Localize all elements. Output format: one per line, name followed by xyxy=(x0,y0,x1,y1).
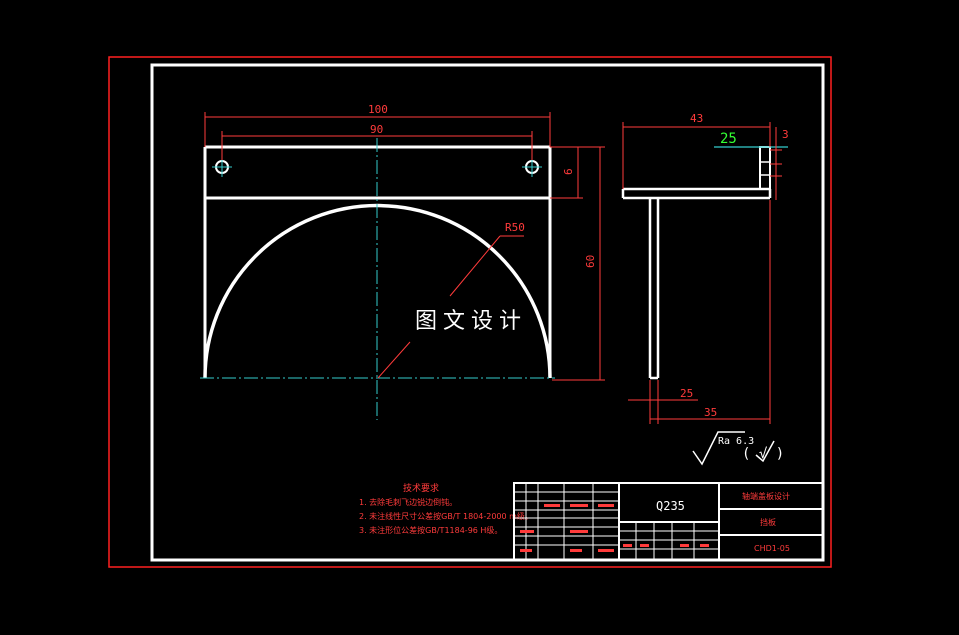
part-name: 挡板 xyxy=(760,517,776,527)
dim-side-top-width: 43 xyxy=(690,112,703,125)
dim-side-small: 3 xyxy=(782,128,789,141)
side-view-dimensions xyxy=(622,122,782,424)
notes-title: 技术要求 xyxy=(403,482,439,494)
dim-overall-height: 60 xyxy=(584,255,597,268)
roughness-value: Ra 6.3 xyxy=(718,436,754,447)
sheet-border xyxy=(108,56,832,568)
note-item-1: 1. 去除毛刺飞边锐边倒钝。 xyxy=(359,497,457,507)
material-label: Q235 xyxy=(656,499,685,513)
dim-top-band: 6 xyxy=(562,168,575,175)
dim-side-top-thickness: 25 xyxy=(720,131,737,147)
roughness-suffix: ( √ ) xyxy=(742,446,784,462)
title-block-grid xyxy=(514,483,719,560)
dim-arc-radius: R50 xyxy=(505,221,525,234)
drawing-frame xyxy=(150,63,825,562)
project-name: 轴端盖板设计 xyxy=(742,491,790,501)
dim-overall-width: 100 xyxy=(368,103,388,116)
dim-side-leg-inner: 25 xyxy=(680,387,693,400)
note-item-3: 3. 未注形位公差按GB/T1184-96 H级。 xyxy=(359,525,502,535)
front-view xyxy=(200,138,555,420)
side-view xyxy=(621,146,772,380)
dim-side-leg-outer: 35 xyxy=(704,406,717,419)
roughness-symbol xyxy=(692,431,775,466)
watermark-text: 图文设计 xyxy=(415,309,527,334)
note-item-2: 2. 未注线性尺寸公差按GB/T 1804-2000 m级。 xyxy=(359,511,533,521)
drawing-number: CHD1-05 xyxy=(754,544,790,553)
dim-hole-spacing: 90 xyxy=(370,123,383,136)
front-view-dimensions xyxy=(204,112,605,381)
title-block-marks xyxy=(520,504,709,552)
